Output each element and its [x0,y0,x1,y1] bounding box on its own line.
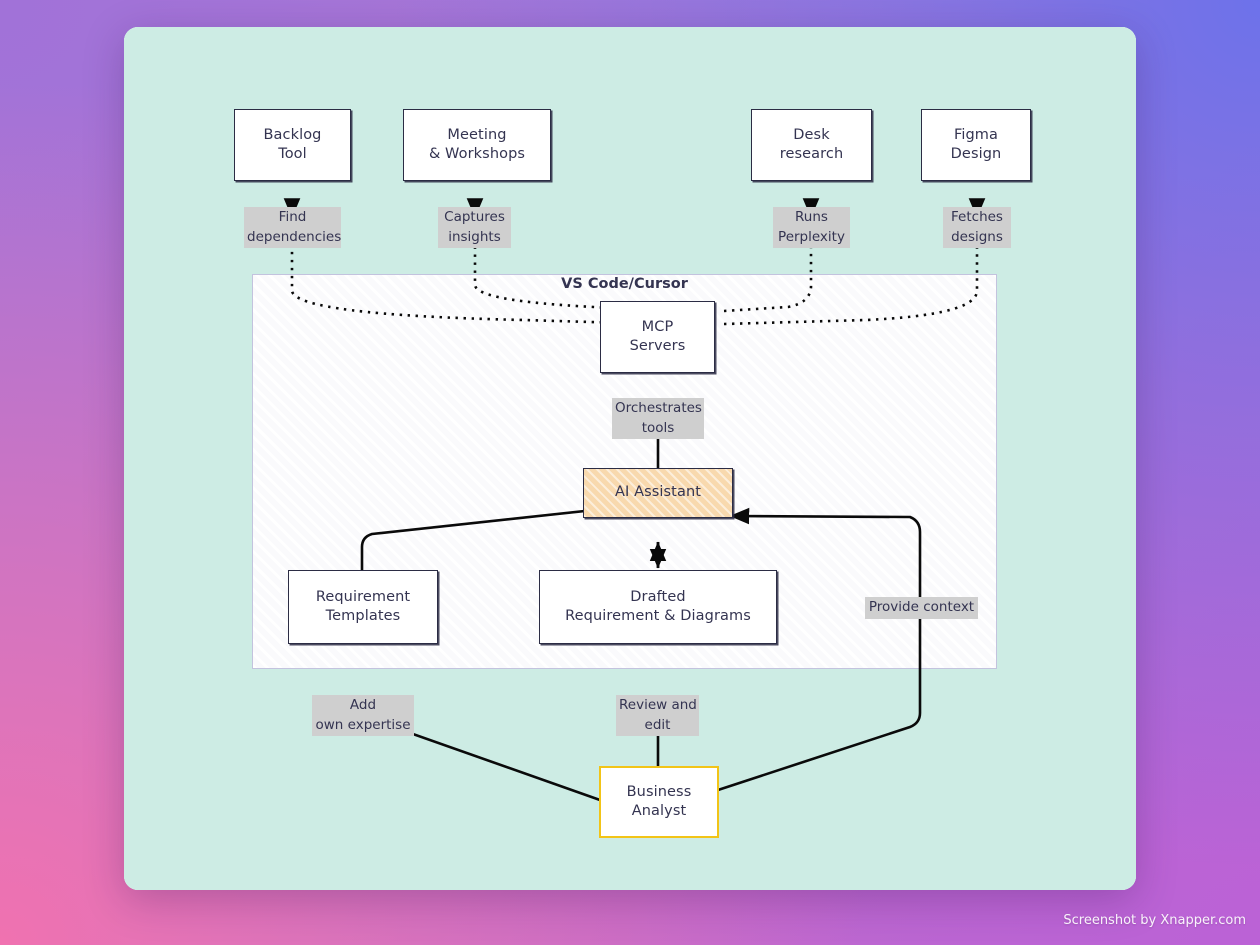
mcp-tool-dotted-edges [283,198,986,326]
edge-mcp-to-figma [723,198,986,326]
edge-mcp-to-desk-research [723,198,820,313]
edge-mcp-to-meeting [466,198,659,313]
solid-edges [360,408,922,802]
diagram-canvas: VS Code/Cursor [124,27,1136,890]
node-ai-assistant[interactable]: AI Assistant [583,468,733,518]
node-meeting-workshops[interactable]: Meeting& Workshops [403,109,551,181]
edges-layer [283,198,986,802]
edge-mcp-to-backlog-tool [283,198,659,326]
xnapper-watermark: Screenshot by Xnapper.com [1063,913,1246,928]
vscode-cursor-container-label: VS Code/Cursor [561,276,688,292]
edge-label-provide-context: Provide context [865,597,978,619]
edge-analyst-to-ai-provide-context [717,507,922,792]
edge-templates-to-ai [360,500,623,572]
